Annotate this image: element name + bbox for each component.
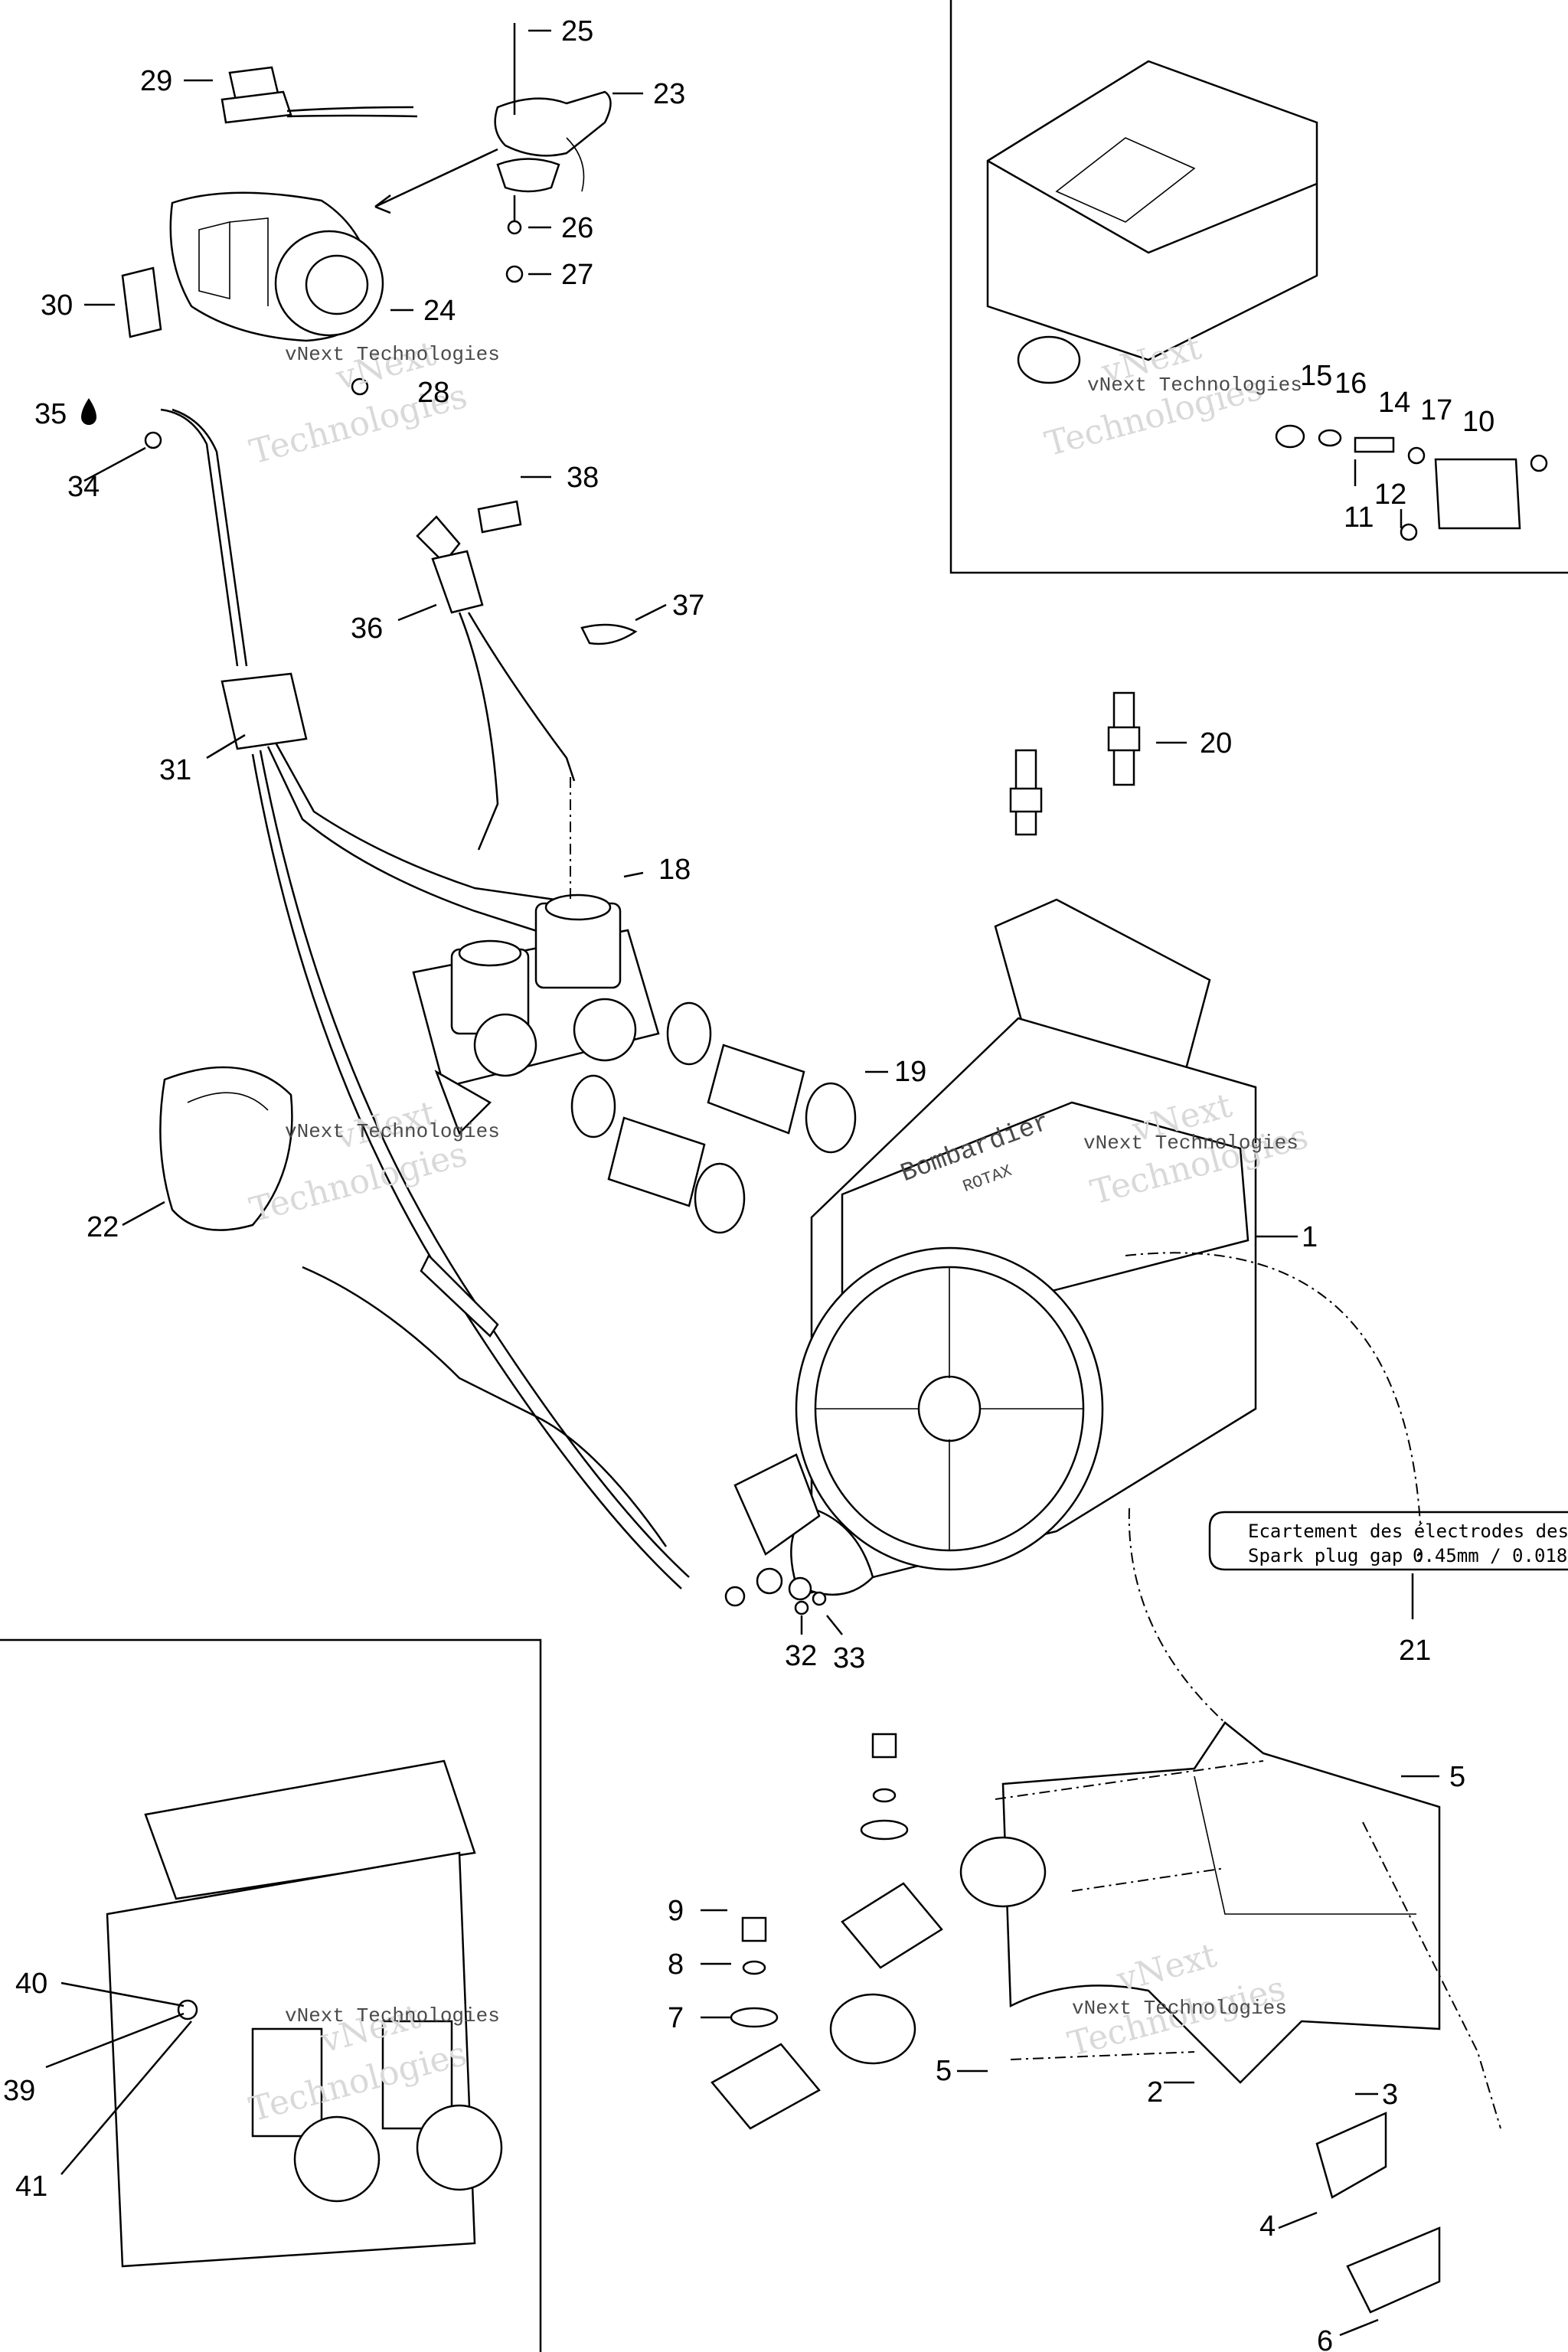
callout-17: 17 <box>1420 394 1452 426</box>
nut-27 <box>505 265 524 283</box>
cable-end-34 <box>144 431 162 449</box>
inset-hardware <box>1275 424 1548 541</box>
callout-40: 40 <box>15 1968 47 2000</box>
cover-plate-30 <box>121 266 162 338</box>
callout-38: 38 <box>567 462 599 494</box>
spark-plug-20 <box>1009 691 1141 836</box>
spec-english-value: 0.45mm / 0.018" <box>1413 1545 1568 1566</box>
rubber-sleeves-19 <box>570 1001 857 1234</box>
inset-engine-top <box>986 60 1318 384</box>
rewind-starter-handle <box>169 191 384 342</box>
callout-6: 6 <box>1317 2325 1333 2352</box>
bolt-stack-9-8-7 <box>730 1733 909 2028</box>
callout-20: 20 <box>1200 727 1232 760</box>
rubber-mounts <box>710 1836 1441 2314</box>
inset-frame-bottom-left <box>0 1638 542 2352</box>
inset-carb-view <box>106 1759 503 2268</box>
callout-28: 28 <box>417 377 449 409</box>
callout-29: 29 <box>140 65 172 97</box>
callout-15: 15 <box>1300 360 1332 392</box>
callout-9: 9 <box>668 1895 684 1927</box>
callout-16: 16 <box>1334 368 1367 400</box>
callout-34: 34 <box>67 471 100 503</box>
callout-1: 1 <box>1302 1221 1318 1253</box>
callout-25: 25 <box>561 15 593 47</box>
dash-engine-to-mount <box>1128 1508 1226 1723</box>
callout-37: 37 <box>672 590 704 622</box>
svg-text:vNext Technologies: vNext Technologies <box>1083 1132 1298 1155</box>
callout-22: 22 <box>87 1211 119 1243</box>
switch-29 <box>220 66 418 124</box>
svg-text:vNext Technologies: vNext Technologies <box>285 2004 500 2027</box>
watermark-brand: vNext Technologies vNext Technologies vN… <box>285 343 1302 2027</box>
assembly-arrow <box>374 148 498 214</box>
leader-lines <box>45 29 1439 2337</box>
callout-18: 18 <box>658 854 691 886</box>
callout-23: 23 <box>653 78 685 110</box>
rewind-handle-22 <box>159 1066 668 1547</box>
callout-11: 11 <box>1344 501 1374 534</box>
callout-14: 14 <box>1378 387 1410 419</box>
callout-19: 19 <box>894 1056 926 1088</box>
svg-text:vNext Technologies: vNext Technologies <box>285 1120 500 1143</box>
callout-4: 4 <box>1259 2210 1276 2243</box>
washer-26 <box>507 220 522 235</box>
callout-35: 35 <box>34 398 67 430</box>
engine-1: Bombardier ROTAX <box>790 898 1257 1596</box>
callout-3: 3 <box>1382 2079 1398 2111</box>
svg-text:vNext Technologies: vNext Technologies <box>285 343 500 366</box>
callout-5-b: 5 <box>936 2055 952 2087</box>
callout-32: 32 <box>785 1640 817 1672</box>
tie-wrap-37 <box>580 623 638 645</box>
choke-plunger-36 <box>416 515 576 851</box>
clip-38 <box>477 500 522 534</box>
callout-41: 41 <box>15 2171 47 2203</box>
callout-12: 12 <box>1374 479 1406 511</box>
callout-7: 7 <box>668 2002 684 2034</box>
carburetors-18 <box>412 893 660 1135</box>
dash-plug-leader <box>1125 1252 1421 1524</box>
callout-10: 10 <box>1462 406 1494 438</box>
callout-26: 26 <box>561 212 593 244</box>
callout-labels: 1 2 3 4 5 5 6 7 8 9 10 11 12 14 15 16 17… <box>3 15 1494 2352</box>
callout-2: 2 <box>1147 2076 1163 2109</box>
throttle-bracket <box>724 1453 821 1607</box>
callout-21: 21 <box>1399 1635 1431 1667</box>
inset-frame-top-right <box>949 0 1568 574</box>
dash-mount-lines <box>995 1760 1501 2129</box>
oil-drop-icon <box>81 398 96 425</box>
svg-text:vNext Technologies: vNext Technologies <box>1072 1997 1287 2020</box>
bracket-23 <box>494 90 612 193</box>
callout-24: 24 <box>423 295 456 327</box>
nut-33 <box>812 1591 827 1606</box>
callout-27: 27 <box>561 259 593 291</box>
callout-8: 8 <box>668 1949 684 1981</box>
spec-english-label: Spark plug gap : <box>1248 1545 1425 1566</box>
washer-32 <box>794 1600 809 1615</box>
callout-31: 31 <box>159 754 191 786</box>
engine-support-2 <box>1001 1721 1441 2084</box>
screw-28 <box>351 377 369 396</box>
svg-text:vNext Technologies: vNext Technologies <box>1087 374 1302 397</box>
callout-36: 36 <box>351 612 383 645</box>
callout-33: 33 <box>833 1642 865 1674</box>
callout-5-a: 5 <box>1449 1761 1465 1793</box>
callout-39: 39 <box>3 2075 35 2107</box>
spark-plug-gap-spec: Ecartement des électrodes des bougies Sp… <box>1208 1511 1568 1571</box>
callout-30: 30 <box>41 289 73 322</box>
spec-french: Ecartement des électrodes des bougies <box>1248 1521 1568 1542</box>
